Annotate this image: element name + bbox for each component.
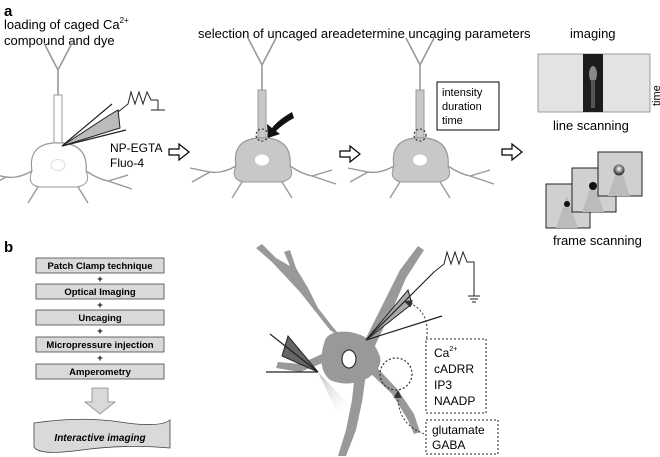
method-box-5 xyxy=(35,363,165,380)
param-time: time xyxy=(442,115,463,127)
upper-pipette xyxy=(365,250,480,341)
large-neuron-nucleus xyxy=(341,349,357,369)
messenger-naadp: NAADP xyxy=(434,394,475,408)
line-scanning-caption: line scanning xyxy=(553,118,629,133)
link-arrow-messengers xyxy=(404,299,428,343)
panel-a-label: a xyxy=(4,3,13,20)
lower-pipette xyxy=(266,333,352,414)
method-label-2: Optical Imaging xyxy=(64,287,135,298)
method-box-4 xyxy=(35,336,165,353)
method-box-1 xyxy=(35,257,165,274)
method-box-3 xyxy=(35,309,165,326)
messenger-ip3: IP3 xyxy=(434,378,452,392)
interactive-imaging-label: Interactive imaging xyxy=(54,433,145,444)
time-axis-label: time xyxy=(651,85,660,106)
plus-2: + xyxy=(97,300,103,311)
step2-title: selection of uncaged area xyxy=(198,26,348,41)
reagent-fluo4: Fluo-4 xyxy=(110,156,144,170)
neuron-step3 xyxy=(347,37,495,199)
interactive-imaging-banner: Interactive imaging xyxy=(33,418,171,453)
methods-list: Patch Clamp technique + Optical Imaging … xyxy=(35,257,165,380)
plus-1: + xyxy=(97,274,103,285)
selection-arrow xyxy=(267,112,294,138)
step4-title: imaging xyxy=(570,26,616,41)
step-arrow-1 xyxy=(168,142,190,162)
step-arrow-3 xyxy=(501,142,523,162)
target-area-circle xyxy=(379,357,413,391)
method-box-2 xyxy=(35,283,165,300)
link-arrow-transmitters xyxy=(393,390,429,436)
plus-3: + xyxy=(97,326,103,337)
neuron-step1 xyxy=(0,42,133,204)
patch-pipette xyxy=(61,90,165,147)
transmitter-glutamate: glutamate xyxy=(432,423,485,437)
messenger-cadrr: cADRR xyxy=(434,362,474,376)
frame-scan-images xyxy=(545,151,643,229)
step-arrow-2 xyxy=(339,144,361,164)
param-duration: duration xyxy=(442,101,482,113)
reagent-np-egta: NP-EGTA xyxy=(110,141,162,155)
step1-title-line2: compound and dye xyxy=(4,33,115,48)
method-label-1: Patch Clamp technique xyxy=(47,261,152,272)
transmitters-box: glutamate GABA xyxy=(425,419,499,455)
step3-title: determine uncaging parameters xyxy=(347,26,531,41)
messenger-ca: Ca2+ xyxy=(434,346,457,360)
neuron-step2 xyxy=(189,37,337,199)
method-label-3: Uncaging xyxy=(78,313,121,324)
panel-b-label: b xyxy=(4,239,13,256)
frame-scanning-caption: frame scanning xyxy=(553,233,642,248)
transmitter-gaba: GABA xyxy=(432,438,465,452)
uncaging-parameters-box: intensity duration time xyxy=(436,81,500,131)
large-neuron xyxy=(256,244,424,456)
param-intensity: intensity xyxy=(442,87,483,99)
step1-title: loading of caged Ca2+ xyxy=(4,16,129,32)
line-scan-image xyxy=(537,53,651,113)
method-label-5: Amperometry xyxy=(69,367,131,378)
plus-4: + xyxy=(97,353,103,364)
down-arrow xyxy=(83,387,117,415)
messengers-box: Ca2+ cADRR IP3 NAADP xyxy=(425,338,487,414)
method-label-4: Micropressure injection xyxy=(46,340,153,351)
